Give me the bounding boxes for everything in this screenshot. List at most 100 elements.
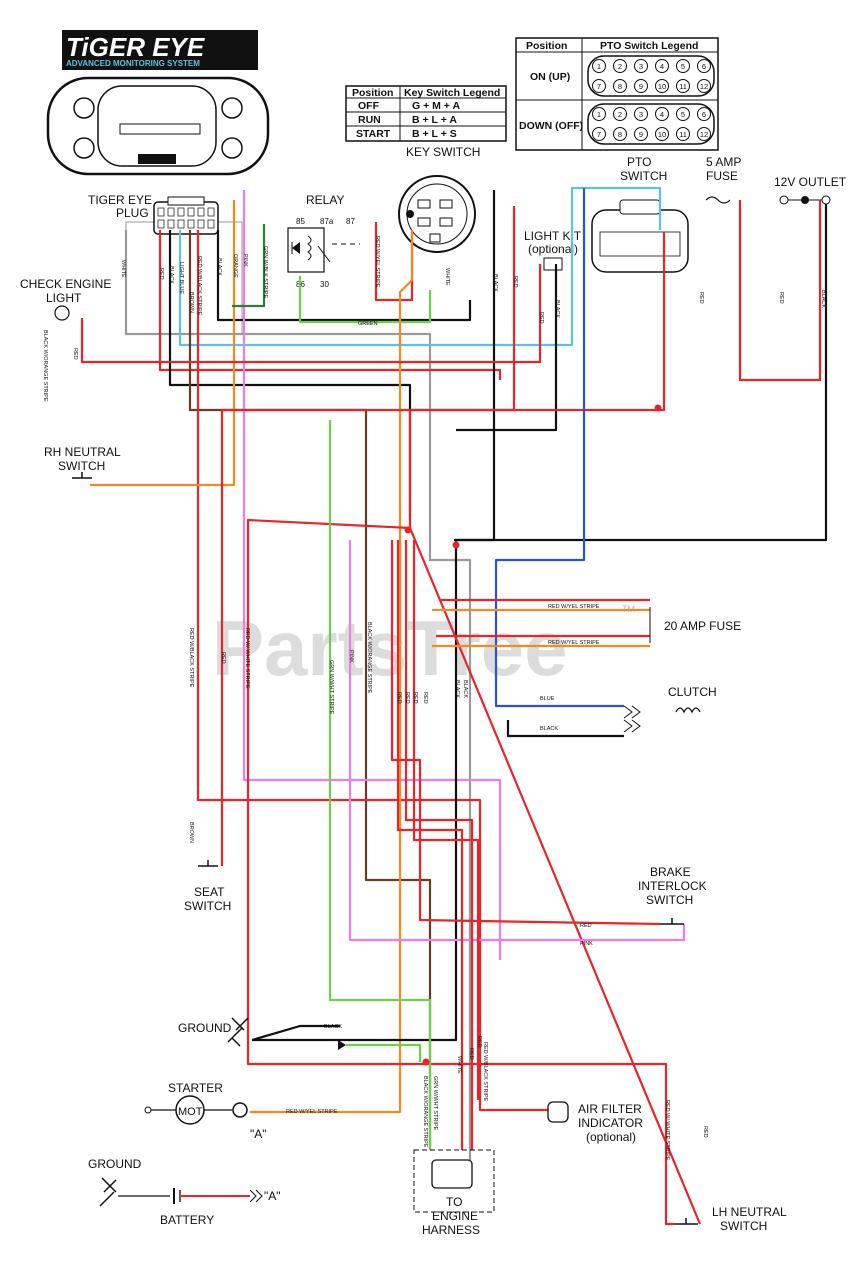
pto-pin-circle	[592, 107, 606, 121]
pto-pin-circle	[634, 79, 648, 93]
wire-label: RED W/BLACK STRIPE	[188, 628, 194, 688]
pto-pin-circle	[634, 127, 648, 141]
wire-red	[390, 540, 661, 926]
pto-pin-circle	[613, 79, 627, 93]
pto-pin-number: 1	[597, 62, 601, 71]
wire-orange	[90, 200, 236, 487]
key-legend-header-title: Key Switch Legend	[404, 87, 500, 99]
wire-label: RED	[220, 652, 226, 664]
plug-pin	[177, 219, 185, 229]
wire-red	[246, 518, 674, 1226]
wire-pink	[242, 190, 502, 960]
pto-pin-number: 3	[639, 110, 643, 119]
wire-label: RED	[778, 292, 784, 304]
wire-label: RED W/YEL STRIPE	[374, 236, 380, 288]
starter-motor-symbol	[144, 1095, 248, 1125]
wire-label: RED	[512, 276, 518, 288]
pto-pin-circle	[697, 59, 711, 73]
pto-pin-number: 10	[658, 130, 666, 139]
plug-pin	[197, 207, 205, 217]
wire-label: RED	[72, 348, 78, 360]
key-legend-row-combo: B + L + S	[412, 128, 457, 140]
wire-label: BLACK	[492, 274, 498, 292]
wire-label: RED	[412, 692, 418, 704]
wire-label: RED W/YEL STRIPE	[548, 604, 600, 610]
wire-label: PINK	[242, 254, 248, 267]
pto-pin-number: 3	[639, 62, 643, 71]
pto-pin-number: 2	[618, 62, 622, 71]
engine-harness-label: HARNESS	[422, 1223, 480, 1237]
wire-label: WHITE	[456, 1056, 462, 1074]
fuse-5a-symbol	[705, 196, 731, 204]
pto-pin-number: 10	[658, 82, 666, 91]
pto-pin-number: 11	[679, 130, 687, 139]
clutch-connectors	[623, 705, 641, 733]
key-legend-row-combo: B + L + A	[412, 114, 457, 126]
wire-label: RED W/YEL STRIPE	[548, 640, 600, 646]
relay-terminal-87: 87	[346, 217, 355, 226]
wire-label: RED	[698, 292, 704, 304]
key-switch-label: KEY SWITCH	[406, 145, 480, 159]
pto-legend-row-on: ON (UP)	[530, 71, 570, 83]
brake-switch-symbol	[660, 918, 684, 925]
wire-black	[454, 204, 828, 542]
lh-neutral-switch-label: LH NEUTRAL	[712, 1205, 787, 1219]
wire-red	[80, 264, 542, 364]
pto-pin-number: 12	[700, 82, 708, 91]
pto-pin-circle	[697, 107, 711, 121]
wire-red	[408, 232, 666, 528]
air-filter-label: INDICATOR	[578, 1116, 643, 1130]
pto-pin-circle	[697, 127, 711, 141]
pto-pin-circle	[676, 107, 690, 121]
wire-label: BLACK W/ORANGE STRIPE	[366, 622, 372, 694]
seat-switch-label: SEAT	[194, 885, 225, 899]
engine-harness-boundary	[413, 1149, 495, 1213]
wire-label: PINK	[348, 650, 354, 663]
key-switch-legend: Position Key Switch Legend OFF G + M + A…	[345, 85, 507, 142]
key-legend-row-pos: RUN	[358, 114, 381, 126]
plug-pin	[167, 219, 175, 229]
pto-pin-circle	[613, 59, 627, 73]
outlet-label: 12V OUTLET	[774, 175, 847, 189]
engine-harness-label: TO	[446, 1195, 462, 1209]
pto-pin-number: 6	[702, 62, 706, 71]
pto-legend-row-off: DOWN (OFF)	[519, 120, 583, 132]
wire-label: RED	[702, 1126, 708, 1138]
starter-motor-label: MOT	[178, 1106, 203, 1118]
starter-ref-label: "A"	[250, 1127, 267, 1141]
tiger-eye-plug-label: PLUG	[116, 206, 149, 220]
light-kit-label: LIGHT KIT	[524, 229, 582, 243]
light-kit-optional: (optional)	[528, 242, 578, 256]
clutch-label: CLUTCH	[668, 685, 717, 699]
tiger-eye-monitor	[46, 76, 270, 176]
wire-label: RED	[538, 312, 544, 324]
wire-label: BLUE	[540, 696, 555, 702]
wire-orange	[250, 230, 414, 1114]
key-legend-row-combo: G + M + A	[412, 100, 460, 112]
relay-terminal-30: 30	[320, 280, 329, 289]
wire-green	[346, 1043, 422, 1062]
wire-labels: WHITE RED BLACK LIGHT BLUE BROWN RED W/B…	[42, 236, 826, 1161]
wire-black	[506, 720, 624, 738]
pto-pin-number: 5	[681, 110, 685, 119]
wire-junction	[422, 1058, 430, 1066]
pto-pin-number: 1	[597, 110, 601, 119]
wire-label: GRN W/WHT STRIPE	[432, 1076, 438, 1131]
lh-neutral-switch-symbol	[674, 1218, 698, 1225]
wire-green	[328, 420, 432, 1150]
check-engine-light-label: CHECK ENGINE	[20, 277, 111, 291]
wire-label: ORANGE	[232, 254, 238, 278]
pto-pin-number: 4	[660, 110, 664, 119]
plug-pin	[157, 219, 165, 229]
key-switch	[398, 175, 476, 253]
starter-label: STARTER	[168, 1081, 223, 1095]
air-filter-icon	[547, 1101, 569, 1123]
lh-neutral-switch-label: SWITCH	[720, 1219, 767, 1233]
pto-pin-number: 8	[618, 130, 622, 139]
key-legend-header-position: Position	[352, 87, 393, 99]
wire-label: BLACK W/ORANGE STRIPE	[422, 1076, 428, 1148]
pto-pin-number: 5	[681, 62, 685, 71]
pto-pin-circle	[634, 107, 648, 121]
wire-label: BROWN	[188, 292, 194, 313]
fuse-5a-label: FUSE	[706, 169, 738, 183]
